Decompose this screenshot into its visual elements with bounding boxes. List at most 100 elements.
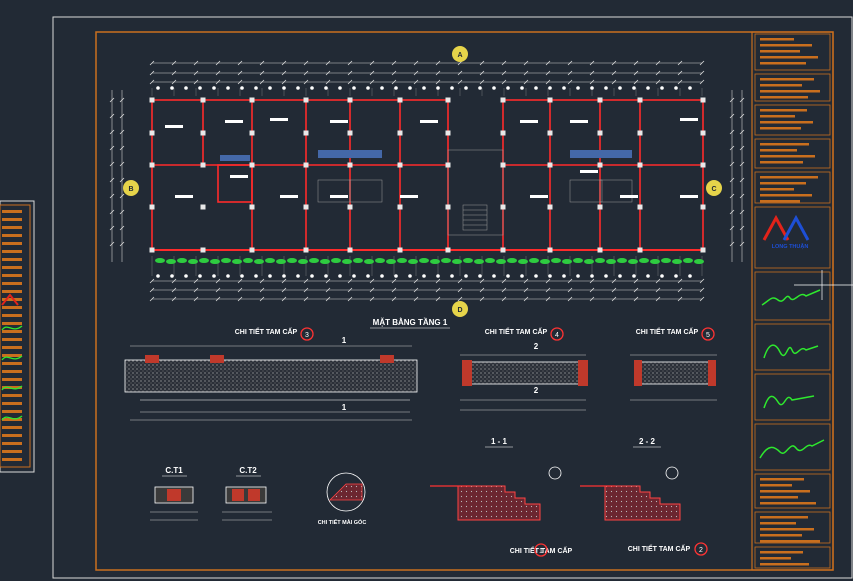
- detail-1-title: CHI TIẾT TAM CẤP: [510, 545, 573, 555]
- column-mark: [366, 274, 370, 278]
- adjacent-sheet-mark: [2, 322, 22, 325]
- plant-mark: [441, 258, 451, 264]
- column-mark: [478, 274, 482, 278]
- dimension-tick: [347, 79, 353, 85]
- dimension-tick: [149, 79, 155, 85]
- dimension-tick: [303, 278, 309, 284]
- column-mark: [303, 162, 309, 168]
- plant-mark: [320, 259, 330, 265]
- plant-mark: [496, 259, 506, 265]
- column-mark: [445, 130, 451, 136]
- cad-crosshair-cursor[interactable]: [794, 270, 853, 300]
- title-block-text-mark: [760, 484, 792, 487]
- dimension-tick: [729, 113, 735, 119]
- detail-4-marker: 4: [555, 332, 559, 339]
- column-type-ct2-label: C.T2: [239, 466, 257, 475]
- plant-mark: [364, 259, 374, 265]
- section-mark-1-bottom: 1: [342, 403, 347, 412]
- dimension-tick: [567, 296, 573, 302]
- dimension-tick: [281, 79, 287, 85]
- column-mark: [688, 86, 692, 90]
- plant-mark: [661, 258, 671, 264]
- dimension-tick: [391, 278, 397, 284]
- adjacent-sheet-mark: [2, 354, 22, 357]
- floor-plan[interactable]: A B C D MẶT BẰNG TẦNG 1: [109, 46, 745, 329]
- column-mark: [700, 162, 706, 168]
- column-mark: [282, 86, 286, 90]
- dimension-tick: [435, 70, 441, 76]
- corner-grinding-detail[interactable]: CHI TIẾT MÀI GÓC: [318, 472, 367, 526]
- dimension-tick: [545, 79, 551, 85]
- dimension-tick: [589, 278, 595, 284]
- dimension-tick: [479, 278, 485, 284]
- adjacent-sheet-mark: [2, 258, 22, 261]
- dimension-tick: [215, 79, 221, 85]
- dimension-tick: [435, 278, 441, 284]
- adjacent-sheet-mark: [2, 290, 22, 293]
- column-mark: [212, 86, 216, 90]
- title-block-text-mark: [760, 115, 795, 118]
- dimension-tick: [479, 79, 485, 85]
- dimension-tick: [435, 287, 441, 293]
- axis-marker-left: B: [123, 180, 139, 196]
- signature-2: [763, 344, 819, 359]
- dimension-tick: [119, 241, 125, 247]
- dimension-tick: [281, 287, 287, 293]
- dimension-tick: [739, 145, 745, 151]
- column-mark: [445, 162, 451, 168]
- title-block-text-mark: [760, 44, 812, 47]
- plant-mark: [166, 259, 176, 265]
- dimension-tick: [171, 296, 177, 302]
- adjacent-sheet-mark: [2, 442, 22, 445]
- dimension-tick: [259, 60, 265, 66]
- column-mark: [590, 86, 594, 90]
- dimension-tick: [109, 113, 115, 119]
- dimension-tick: [677, 287, 683, 293]
- column-mark: [597, 97, 603, 103]
- plant-mark: [529, 258, 539, 264]
- section-1-1-label: 1 - 1: [491, 437, 508, 446]
- column-mark: [597, 204, 603, 210]
- title-block-text-mark: [760, 200, 800, 203]
- detail-3-step-long[interactable]: CHI TIẾT TAM CẤP 3 1 1: [124, 326, 418, 421]
- plant-mark: [375, 258, 385, 264]
- dimension-tick: [325, 287, 331, 293]
- dimension-tick: [109, 129, 115, 135]
- column-mark: [397, 162, 403, 168]
- column-type-ct1[interactable]: C.T1: [150, 466, 198, 521]
- title-block-text-mark: [760, 38, 794, 41]
- detail-5-step[interactable]: CHI TIẾT TAM CẤP 5: [630, 326, 717, 401]
- room-label-mark: [400, 195, 418, 198]
- dimension-tick: [435, 296, 441, 302]
- section-1-1[interactable]: 1 - 1 CHI TIẾT TAM CẤP 1: [430, 437, 573, 557]
- section-mark-2-bottom: 2: [534, 386, 539, 395]
- column-type-ct2[interactable]: C.T2: [222, 466, 272, 521]
- dimension-tick: [281, 70, 287, 76]
- plant-mark: [540, 259, 550, 265]
- title-block[interactable]: LONG THUẬN: [751, 31, 834, 571]
- column-mark: [576, 274, 580, 278]
- title-block-text-mark: [760, 155, 815, 158]
- plant-mark: [199, 258, 209, 264]
- room-labels: [165, 118, 698, 198]
- dimension-tick: [325, 70, 331, 76]
- plant-mark: [650, 259, 660, 265]
- section-2-2[interactable]: 2 - 2 CHI TIẾT TAM CẤP 2: [580, 437, 708, 556]
- title-block-text-mark: [760, 149, 797, 152]
- detail-4-step[interactable]: CHI TIẾT TAM CẤP 4 2 2: [460, 326, 588, 411]
- room-label-mark: [620, 195, 638, 198]
- dimension-tick: [655, 296, 661, 302]
- dimension-tick: [119, 161, 125, 167]
- plant-mark: [507, 258, 517, 264]
- column-mark: [347, 247, 353, 253]
- dimension-tick: [501, 278, 507, 284]
- dimension-tick: [729, 193, 735, 199]
- dimension-tick: [729, 97, 735, 103]
- title-block-cell: [754, 138, 831, 169]
- room-label-mark: [530, 195, 548, 198]
- column-mark: [637, 204, 643, 210]
- adjacent-sheet-thumbnail[interactable]: [0, 200, 35, 473]
- plant-mark: [573, 258, 583, 264]
